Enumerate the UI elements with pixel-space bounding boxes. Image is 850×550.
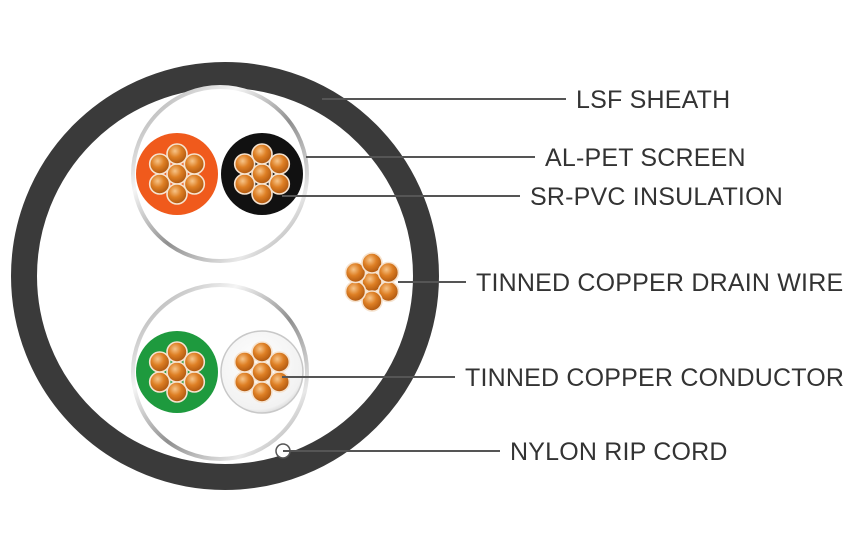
copper-strand (166, 183, 188, 205)
label-tinned-copper-drain-wire: TINNED COPPER DRAIN WIRE (476, 269, 843, 297)
copper-strand (251, 381, 273, 403)
copper-strand (233, 371, 256, 393)
label-nylon-rip-cord: NYLON RIP CORD (510, 438, 728, 466)
drain-wire-strands (344, 252, 400, 312)
copper-strand (268, 351, 291, 373)
copper-strand (361, 290, 383, 312)
copper-strand (233, 173, 256, 195)
copper-strand (361, 252, 383, 274)
copper-strand (166, 381, 188, 403)
copper-strand (251, 143, 273, 165)
white-core-strands (233, 341, 291, 403)
al-pet-screen-lower (131, 283, 309, 461)
leader-lines (282, 98, 566, 452)
copper-strand (251, 183, 273, 205)
copper-strand (148, 173, 171, 195)
label-sr-pvc-insulation: SR-PVC INSULATION (530, 183, 783, 211)
orange-core-strands (148, 143, 206, 205)
al-pet-screen-upper (131, 85, 309, 263)
label-lsf-sheath: LSF SHEATH (576, 86, 730, 114)
copper-strand-groups (148, 143, 400, 403)
copper-strand (183, 351, 206, 373)
copper-strand (344, 280, 367, 303)
copper-strand (148, 351, 171, 373)
copper-strand (183, 153, 206, 175)
label-al-pet-screen: AL-PET SCREEN (545, 144, 746, 172)
label-tinned-copper-conductor: TINNED COPPER CONDUCTOR (465, 364, 844, 392)
copper-strand (268, 153, 291, 175)
copper-strand (166, 143, 188, 165)
copper-strand (148, 153, 171, 175)
copper-strand (251, 341, 273, 363)
copper-strand (377, 261, 400, 284)
black-core-strands (233, 143, 291, 205)
copper-strand (344, 261, 367, 284)
copper-strand (166, 341, 188, 363)
copper-strand (233, 351, 256, 373)
copper-strand (233, 153, 256, 175)
green-core-strands (148, 341, 206, 403)
copper-strand (148, 371, 171, 393)
